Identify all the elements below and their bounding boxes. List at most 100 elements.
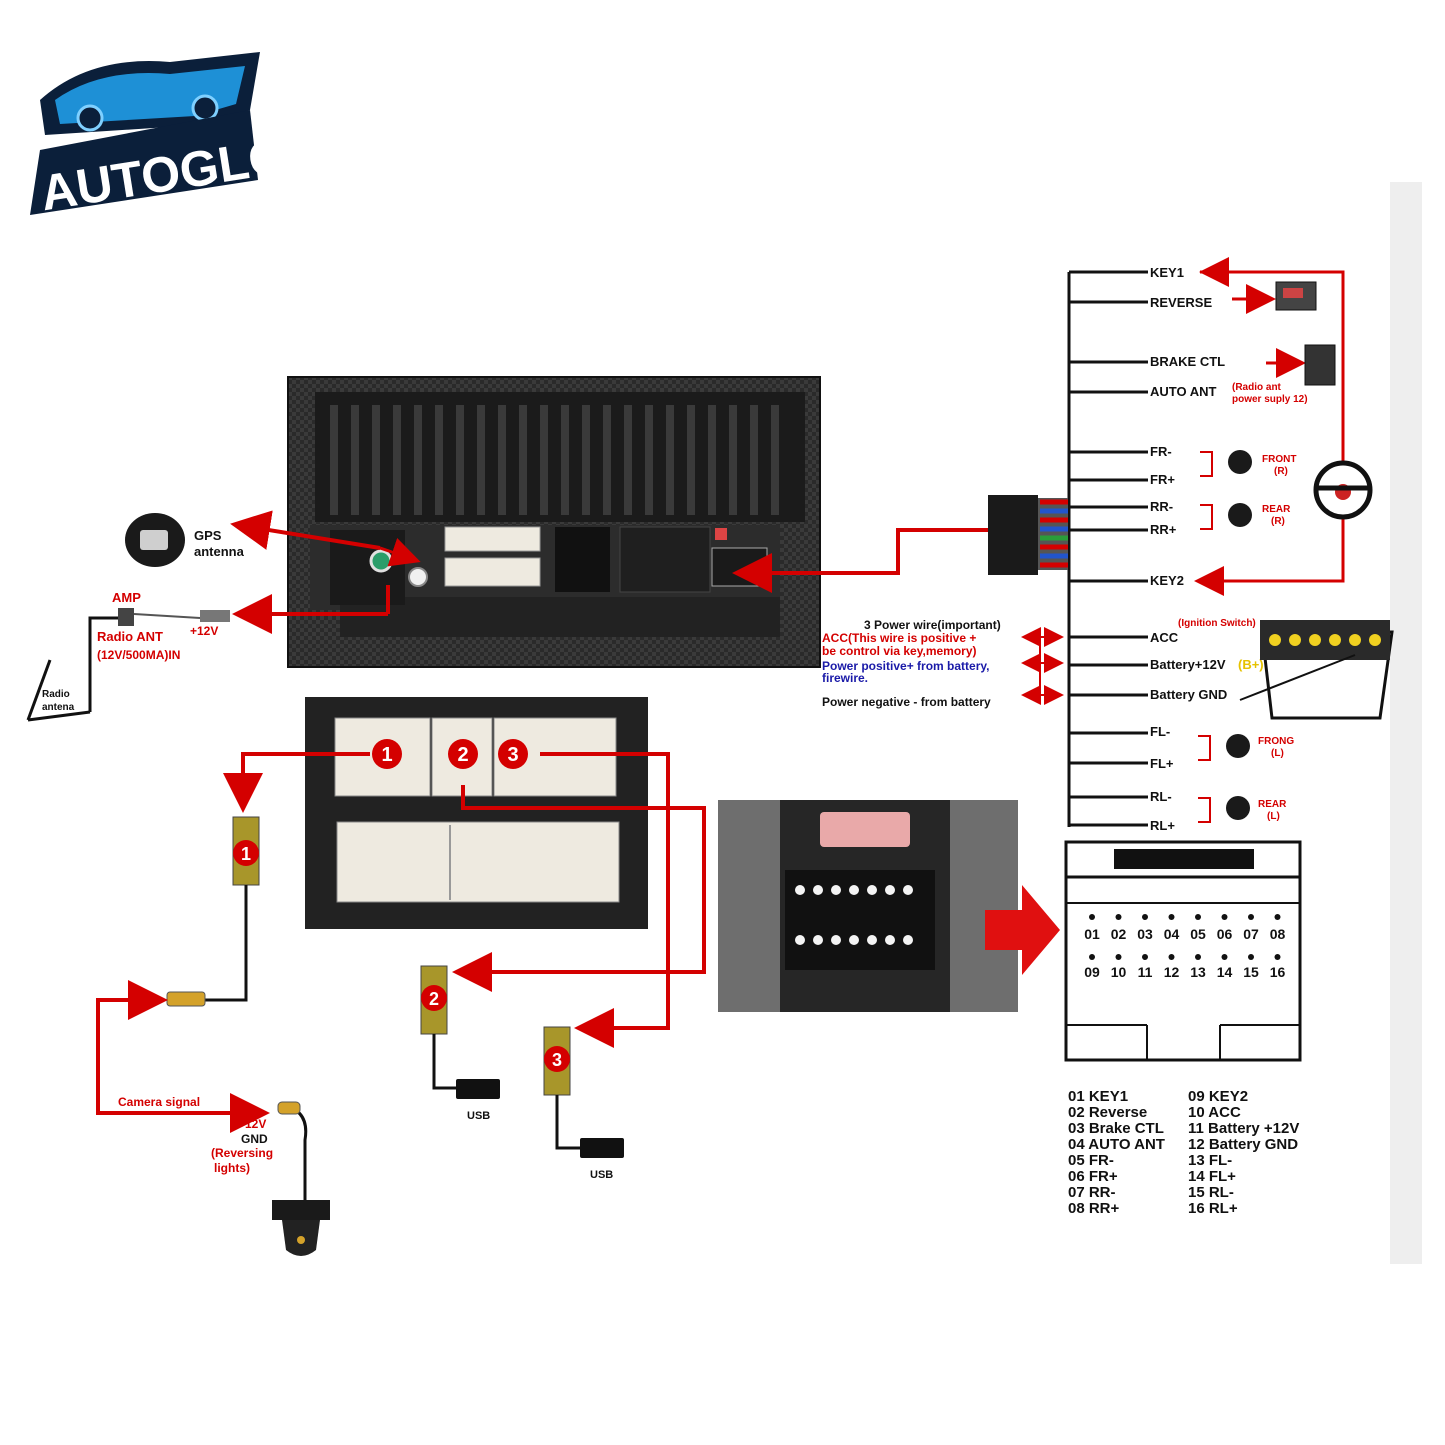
fin (414, 405, 422, 515)
harness-brake: BRAKE CTL (1150, 354, 1225, 369)
rear-r-label-2: (R) (1271, 516, 1285, 527)
socket-pin (903, 935, 913, 945)
plug-2-icon (420, 965, 448, 1035)
speaker-bracket (1200, 504, 1213, 530)
socket-pin (867, 885, 877, 895)
pin-dot (1168, 914, 1175, 920)
reverse-camera-unit-icon (272, 1200, 330, 1256)
fin (750, 405, 758, 515)
pin-number: 14 (1217, 964, 1233, 980)
camera-rev-2: lights) (214, 1161, 250, 1175)
pin-number: 10 (1111, 964, 1127, 980)
legend-item: 01 KEY1 (1068, 1088, 1128, 1105)
harness-battery12: Battery+12V (1150, 657, 1226, 672)
pin-number: 07 (1243, 926, 1259, 942)
big-arrow-icon (985, 885, 1060, 975)
fin (477, 405, 485, 515)
plug-3-label: 3 (552, 1050, 562, 1070)
camera-gnd-label: GND (241, 1132, 268, 1146)
legend-item: 08 RR+ (1068, 1200, 1120, 1217)
pin-number: 13 (1190, 964, 1206, 980)
gps-label-1: GPS (194, 528, 222, 543)
harness-rl-minus: RL- (1150, 789, 1172, 804)
socket-pin (831, 935, 841, 945)
pin-number: 05 (1190, 926, 1206, 942)
harness-fr-minus: FR- (1150, 444, 1172, 459)
plug-2-label: 2 (429, 989, 439, 1009)
pin-dot (1142, 954, 1148, 960)
badge-1-label: 1 (381, 744, 392, 766)
badge-3-icon (498, 739, 528, 769)
front-l-label-2: (L) (1271, 748, 1284, 759)
fin (687, 405, 695, 515)
pin-number: 08 (1270, 926, 1286, 942)
legend-item: 07 RR- (1068, 1184, 1116, 1201)
badge-2-label: 2 (457, 744, 468, 766)
harness-key2: KEY2 (1150, 573, 1184, 588)
badge-1-icon (372, 739, 402, 769)
edge-strip (1390, 182, 1422, 1264)
fin (393, 405, 401, 515)
fin (645, 405, 653, 515)
harness-rr-minus: RR- (1150, 499, 1173, 514)
pin-dot (1168, 954, 1175, 960)
harness-fl-plus: FL+ (1150, 756, 1174, 771)
fin (351, 405, 359, 515)
pin-dot (1221, 914, 1228, 920)
pin-dot (1089, 954, 1095, 960)
fin (372, 405, 380, 515)
front-r-label-1: FRONT (1262, 454, 1296, 465)
pin-dot (1089, 914, 1095, 920)
pin-dot (1115, 914, 1122, 920)
fin (708, 405, 716, 515)
speaker-icon (1226, 796, 1250, 820)
harness-auto-ant-note1: (Radio ant (1232, 382, 1282, 393)
fin (498, 405, 506, 515)
connector-panel (305, 697, 648, 929)
connector-main (711, 547, 768, 587)
radio-antenna-label-1: Radio (42, 689, 70, 700)
connector-small-bottom (444, 557, 541, 587)
socket-pin (903, 885, 913, 895)
fin (561, 405, 569, 515)
legend-item: 14 FL+ (1188, 1168, 1236, 1185)
legend-item: 13 FL- (1188, 1152, 1232, 1169)
pin-dot (1115, 954, 1122, 960)
speaker-icon (1228, 450, 1252, 474)
legend-item: 11 Battery +12V (1188, 1120, 1299, 1137)
harness-reverse: REVERSE (1150, 295, 1212, 310)
head-unit-back (287, 376, 821, 668)
harness-key1: KEY1 (1150, 265, 1184, 280)
harness-rr-plus: RR+ (1150, 522, 1177, 537)
fin (729, 405, 737, 515)
pin-number: 15 (1243, 964, 1259, 980)
socket-pin (849, 935, 859, 945)
legend-item: 02 Reverse (1068, 1104, 1147, 1121)
legend-item: 15 RL- (1188, 1184, 1234, 1201)
pin-dot (1248, 954, 1254, 960)
ignition-label: (Ignition Switch) (1178, 618, 1256, 629)
speaker-bracket (1200, 451, 1213, 477)
pin-number: 03 (1137, 926, 1153, 942)
pin-number: 01 (1084, 926, 1100, 942)
heatsink-fins (330, 405, 779, 515)
legend-item: 10 ACC (1188, 1104, 1241, 1121)
gps-port-icon (369, 549, 393, 573)
battery-cell (1369, 634, 1381, 646)
battery-cell (1309, 634, 1321, 646)
radio-ant-label-1: Radio ANT (97, 629, 163, 644)
usb-3-label: USB (590, 1169, 613, 1181)
rear-r-label-1: REAR (1262, 504, 1291, 515)
speaker-bracket (1198, 797, 1211, 823)
harness-fr-plus: FR+ (1150, 472, 1175, 487)
battery-cell (1289, 634, 1301, 646)
pin-dot (1221, 954, 1228, 960)
radio-antenna-label-2: antena (42, 702, 75, 713)
socket-pin (885, 885, 895, 895)
speaker-icon (1226, 734, 1250, 758)
fin (540, 405, 548, 515)
power-acc-2: be control via key,memory) (822, 644, 977, 658)
steering-wheel-icon (1313, 460, 1373, 520)
badge-2-icon (448, 739, 478, 769)
battery-cell (1329, 634, 1341, 646)
